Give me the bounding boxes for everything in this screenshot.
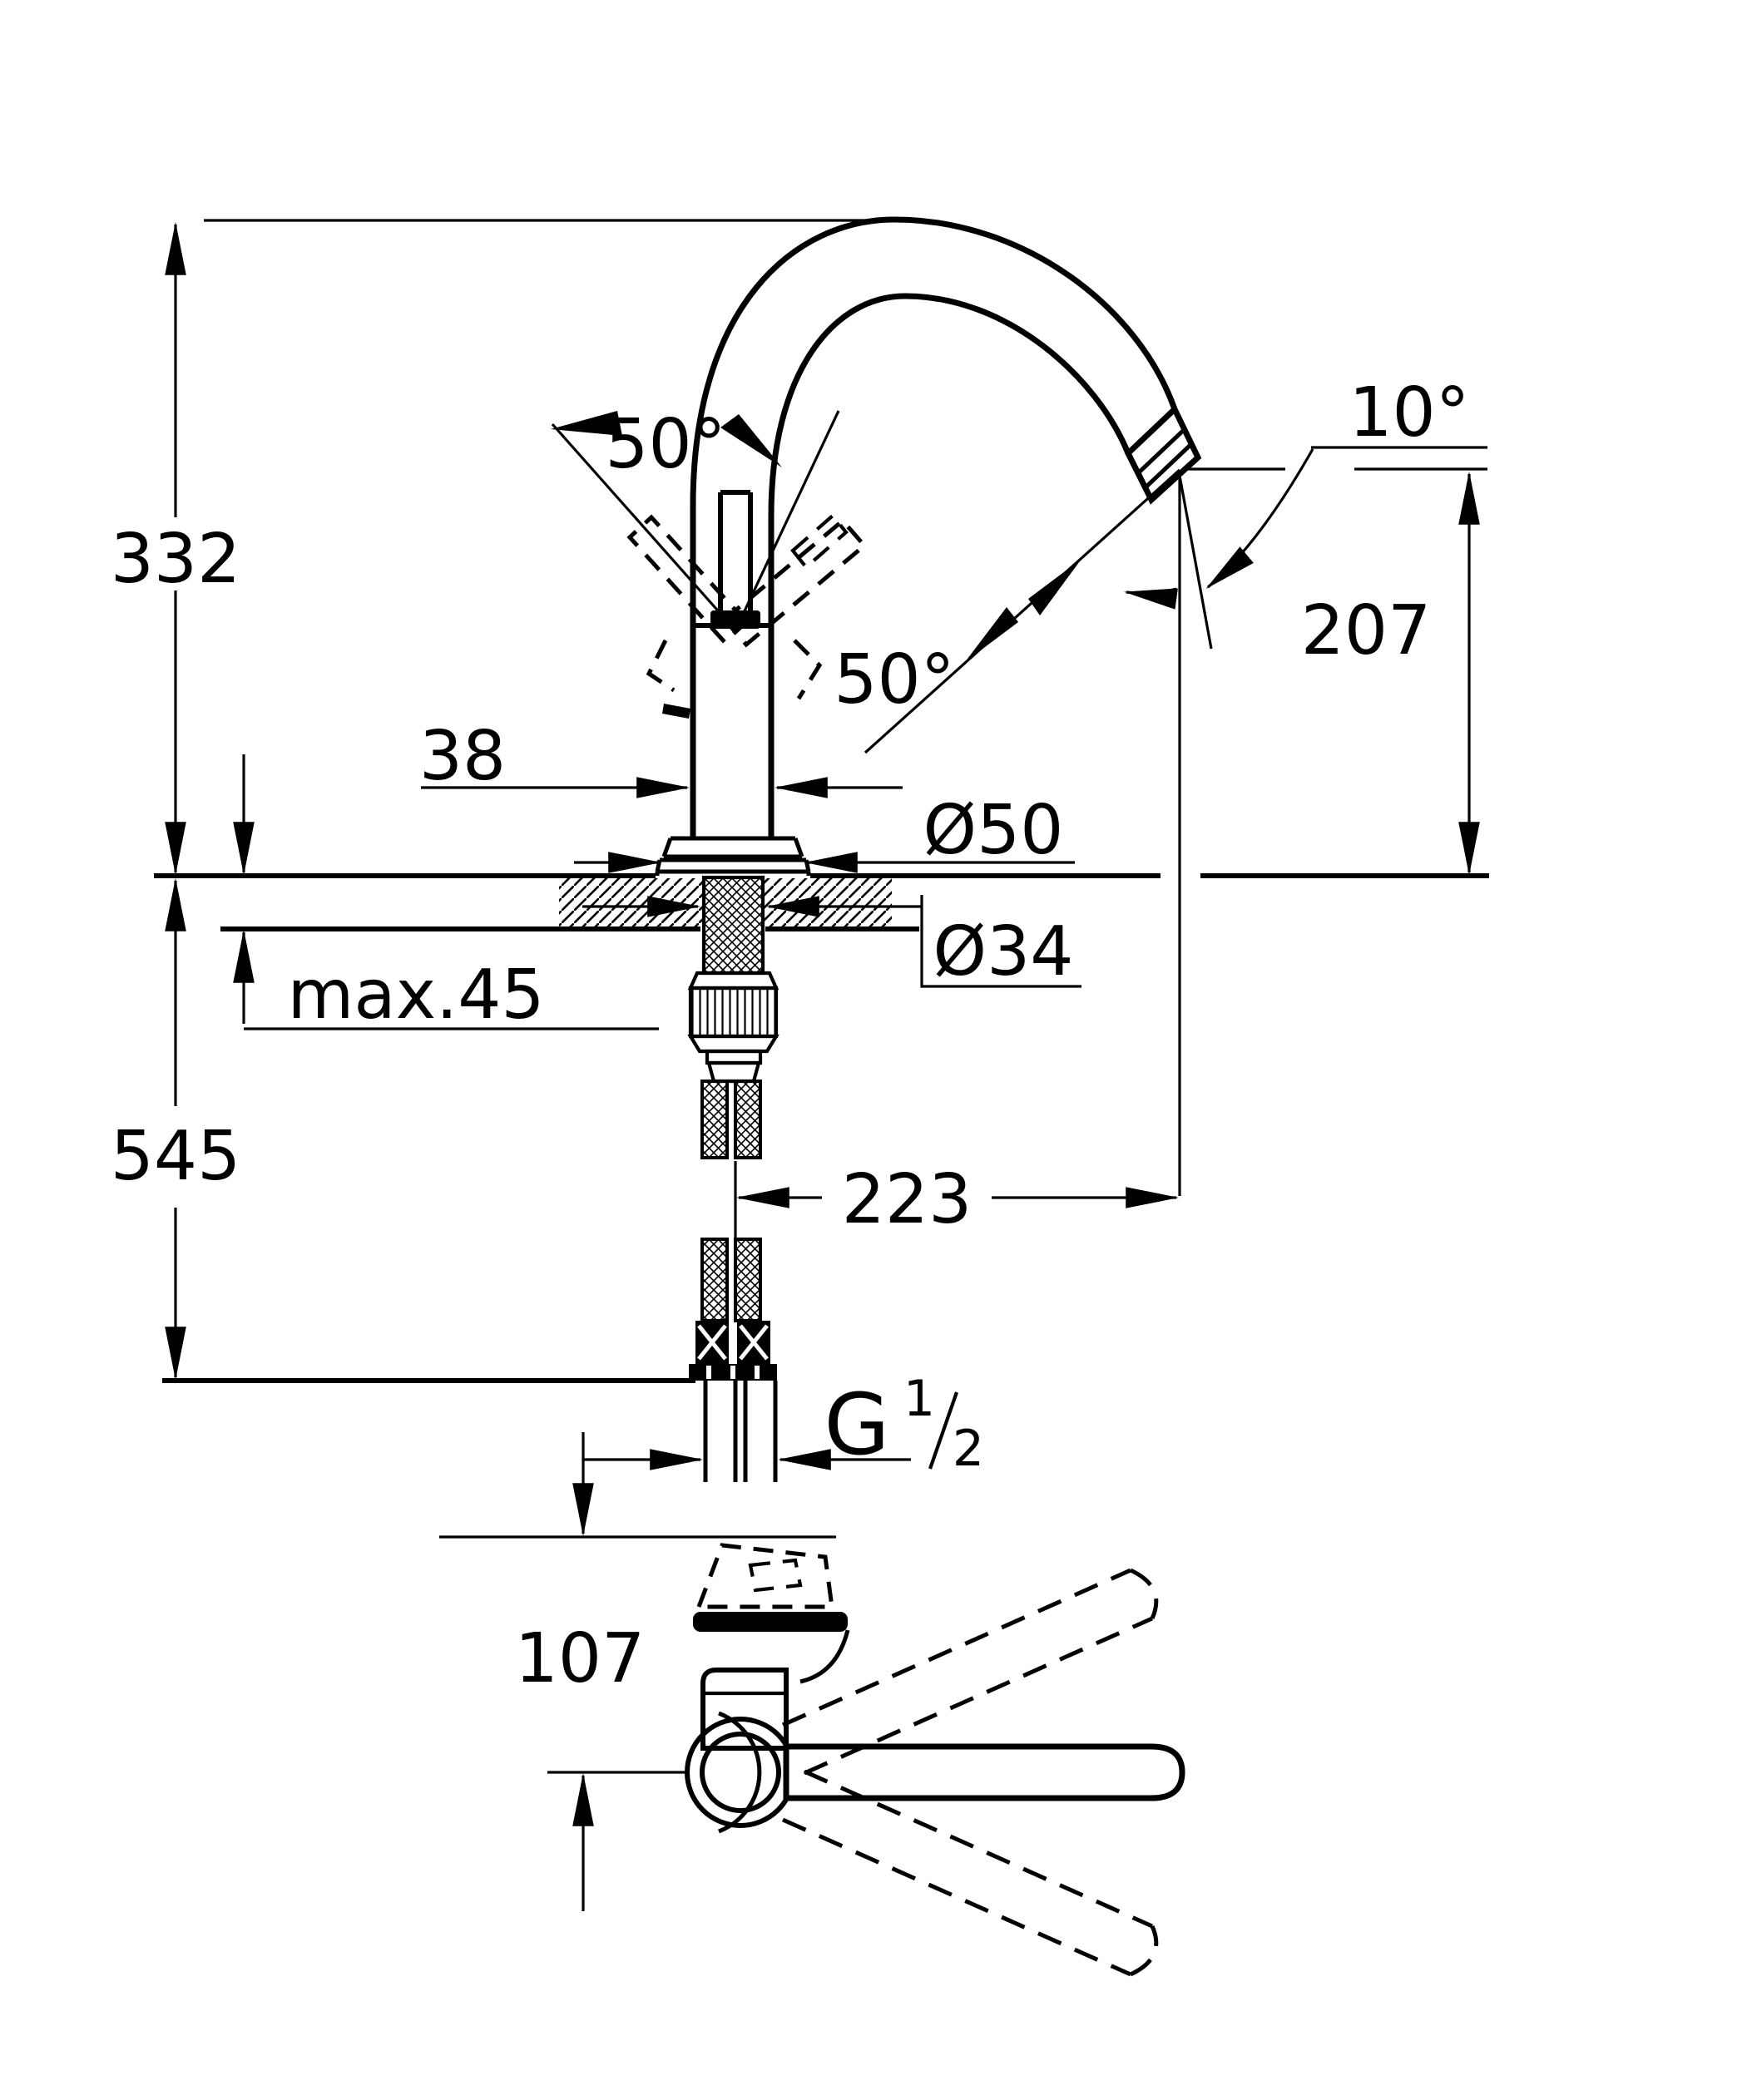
dim-d34: Ø34 [582,895,1081,991]
plan-body [700,1668,789,1751]
spout-inner-curve [768,293,1131,838]
label-total-height: 332 [111,520,241,599]
angle-flag-left [551,411,622,436]
dim-d34-box [920,895,1081,988]
plan-spout-up-line1 [781,1568,1132,1727]
counter-hatch-right [765,878,892,926]
plan-body-outline [700,1668,789,1751]
plan-spout-up-line2 [803,1616,1154,1776]
flange-ticks [706,1366,760,1379]
plan-spout-down-cap [1129,1925,1159,1977]
supply-hoses [700,1080,762,1322]
hose-connectors [689,1321,778,1482]
lever-left-outline [626,514,750,645]
dim-107: 107 [439,1432,836,1911]
dim-207: 207 [1188,446,1487,876]
plan-spout-tube [783,1743,1185,1801]
open-angle-flag-up [1028,559,1081,615]
lever-right-outline [721,517,868,648]
countertop-section [154,873,1489,931]
label-height-below-deck: 545 [111,1117,241,1196]
plan-lever-solid [693,1612,850,1684]
angle-line-left [551,422,737,632]
connector-cross-detail [697,1324,769,1361]
dim-50deg-front: 50° [551,405,840,632]
plan-spout-solid [783,1743,1185,1801]
swivel-inner-circle [700,1732,781,1813]
aerator-bands [1136,427,1193,490]
label-body-width: 38 [419,717,506,796]
plan-spout-down-line1 [781,1817,1132,1977]
flange-lines [655,836,811,876]
nut-bevel-bottom [687,1034,779,1054]
lever-left-collar [646,639,676,693]
lever-left-foot [662,704,690,719]
plan-spout-down-line2 [803,1769,1154,1929]
plan-lever-up-outline [695,1543,834,1609]
label-handle-angle-open: 50° [834,640,954,719]
lever-right-detail [790,512,849,571]
label-mounting-hole-diameter: Ø34 [933,912,1074,991]
dim-545: 545 [111,877,695,1383]
spout-outer-curve [690,216,1178,838]
angle-line-right [734,410,840,631]
label-spout-outlet-height: 207 [1301,591,1432,670]
plan-spout-up-cap [1129,1568,1159,1620]
shank-cone [706,1060,761,1084]
counter-hatch-left [559,878,702,926]
angle-flag-right [720,414,782,467]
plan-lever-up-detail [748,1558,803,1593]
lever-stem [718,490,753,622]
plan-lever-dashed [695,1543,834,1609]
swivel-arc-right [1205,448,1314,590]
label-spout-reach: 223 [842,1160,973,1239]
hose-right-upper [734,1080,762,1159]
plan-spout-dashed-down [781,1769,1159,1977]
escutcheon [655,836,811,876]
open-angle-line [864,468,1181,754]
thread-fraction-slash [928,1391,958,1470]
label-thread-letter: G [824,1376,889,1475]
dim-38: 38 [419,717,903,798]
dim-10deg: 10° [1123,373,1470,1196]
label-max-counter-thickness: max.45 [287,956,544,1035]
plan-lever-bar [693,1612,848,1632]
plan-spout-dashed-up [781,1568,1159,1776]
threaded-shank [701,875,765,976]
mounting-shank [687,875,779,1084]
plan-view: 107 [439,1432,1185,1977]
lever-dashed-right [646,512,868,700]
plan-escutcheon-arc [718,1711,762,1834]
dim-223: 223 [734,1160,1180,1239]
swivel-arc-left [1123,587,1178,610]
nut-bevel-top [687,971,779,991]
mounting-nut [688,986,779,1039]
front-view: 332 545 max.45 38 Ø50 Ø3 [111,216,1489,1482]
open-angle-flag-down [965,607,1018,662]
dim-d50: Ø50 [574,791,1075,873]
label-spout-outlet-angle: 10° [1349,373,1469,452]
hose-left-lower [700,1238,729,1322]
lever-right-collar [793,639,823,700]
thread-tails [703,1381,778,1482]
hose-left-upper [700,1080,729,1159]
label-base-diameter: Ø50 [923,791,1064,870]
hose-right-lower [734,1238,762,1322]
dim-50deg-open: 50° [834,468,1181,754]
outlet-tilted-line [1178,475,1213,650]
label-thread-denominator: 2 [953,1420,984,1478]
label-handle-angle-front: 50° [605,405,725,484]
label-plan-handle-projection: 107 [515,1619,646,1698]
dim-max45: max.45 [233,754,659,1035]
lever-dashed-left [626,514,750,719]
plan-lever-front-curve [799,1629,850,1684]
dim-332: 332 [111,221,241,876]
label-thread-numerator: 1 [903,1370,935,1428]
spout-arc [690,216,1202,838]
dim-g-half: G 1 2 [582,1370,984,1478]
